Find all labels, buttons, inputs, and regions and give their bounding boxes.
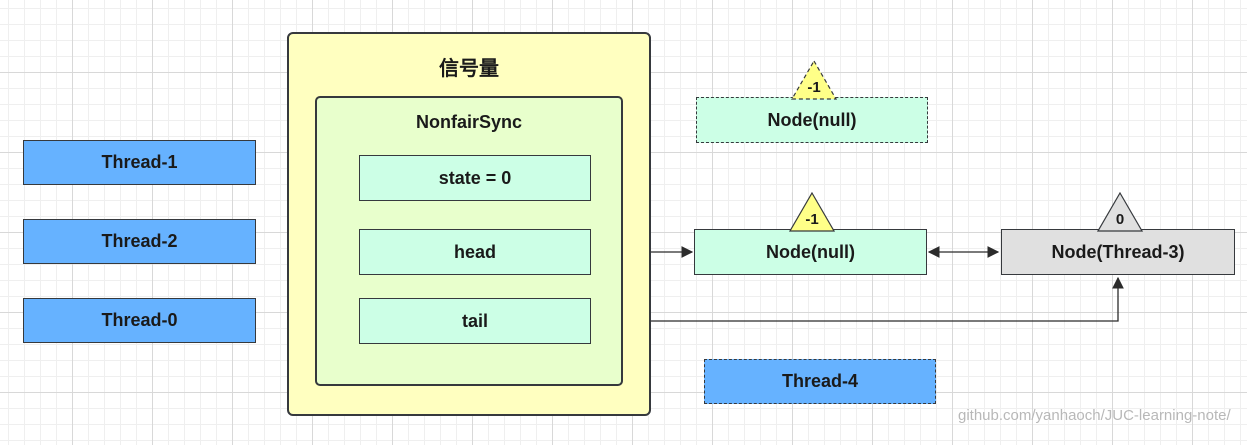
thread-0-label: Thread-0 <box>101 310 178 330</box>
dashed-node-status: -1 <box>807 79 821 96</box>
head-field: head <box>359 229 591 275</box>
source-watermark: github.com/yanhaoch/JUC-learning-note/ <box>958 407 1231 424</box>
state-field: state = 0 <box>359 155 591 201</box>
semaphore-title: 信号量 <box>439 58 499 80</box>
head-node-label: Node(null) <box>766 241 855 262</box>
warning-triangle-icon <box>788 191 836 232</box>
head-node-box: Node(null) <box>694 229 927 275</box>
nonfair-sync-title: NonfairSync <box>415 112 523 132</box>
thread-3-node-status-triangle: 0 <box>1096 191 1144 232</box>
thread-1-label: Thread-1 <box>101 152 178 172</box>
state-label: state = 0 <box>438 167 512 188</box>
warning-triangle-icon <box>1096 191 1144 232</box>
thread-2-label: Thread-2 <box>101 231 178 251</box>
warning-triangle-icon <box>790 59 838 100</box>
tail-label: tail <box>461 310 488 331</box>
thread-0-box: Thread-0 <box>23 298 256 343</box>
thread-3-node-label: Node(Thread-3) <box>1051 241 1185 262</box>
dashed-node-box: Node(null) <box>696 97 928 143</box>
thread-1-box: Thread-1 <box>23 140 256 185</box>
thread-3-node-status: 0 <box>1115 211 1125 228</box>
tail-pointer-arrow <box>593 276 1124 327</box>
thread-3-node-box: Node(Thread-3) <box>1001 229 1235 275</box>
dashed-node-label: Node(null) <box>767 109 857 130</box>
tail-field: tail <box>359 298 591 344</box>
head-node-status: -1 <box>805 211 819 228</box>
thread-4-box: Thread-4 <box>704 359 936 404</box>
head-label: head <box>453 241 496 262</box>
dashed-node-status-triangle: -1 <box>790 59 838 100</box>
thread-4-label: Thread-4 <box>781 371 859 391</box>
thread-2-box: Thread-2 <box>23 219 256 264</box>
head-node-status-triangle: -1 <box>788 191 836 232</box>
